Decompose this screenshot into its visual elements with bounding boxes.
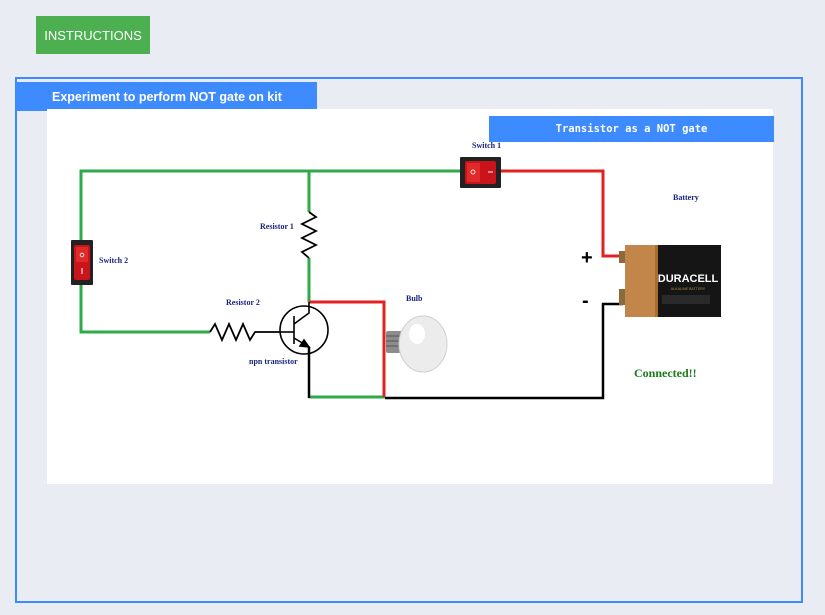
battery-label: Battery: [673, 193, 699, 202]
connection-status: Connected!!: [634, 366, 697, 380]
battery-brand: DURACELL: [658, 273, 719, 285]
switch-1-label: Switch 1: [472, 141, 502, 150]
canvas-title: Transistor as a NOT gate: [489, 116, 774, 142]
plus-symbol: +: [581, 247, 593, 269]
transistor-label: npn transistor: [249, 357, 298, 366]
bulb-icon: [386, 315, 448, 373]
resistor-1-label: Resistor 1: [260, 222, 294, 231]
panel-title: Experiment to perform NOT gate on kit: [17, 82, 317, 111]
minus-symbol: -: [582, 290, 589, 312]
bulb-label: Bulb: [406, 294, 423, 303]
battery-subtext: ALKALINE BATTERY: [671, 287, 706, 291]
switch-1[interactable]: [460, 157, 501, 188]
resistor-2: [209, 321, 280, 343]
switch-2-label: Switch 2: [99, 256, 129, 265]
instructions-button[interactable]: INSTRUCTIONS: [36, 16, 150, 54]
resistor-2-label: Resistor 2: [226, 298, 260, 307]
npn-transistor: [279, 302, 329, 355]
black-wires: [307, 302, 623, 400]
battery-icon: DURACELL ALKALINE BATTERY: [619, 245, 721, 317]
switch-2[interactable]: [71, 240, 93, 285]
red-wires: [309, 169, 623, 397]
resistor-1: [299, 211, 319, 259]
green-wires: [79, 169, 460, 399]
